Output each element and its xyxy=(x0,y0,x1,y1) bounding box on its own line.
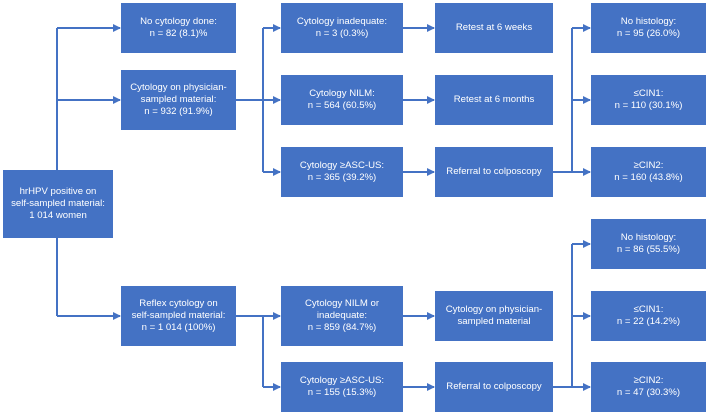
node-text-line: n = 86 (55.5%) xyxy=(616,244,681,255)
node-text-line: n = 47 (30.3%) xyxy=(616,387,681,398)
node-no-histology-b: No histology:n = 86 (55.5%) xyxy=(591,219,706,269)
node-text-line: Cytology ≥ASC-US: xyxy=(299,375,385,386)
node-text-line: Cytology on physician- xyxy=(130,82,227,93)
node-cytology-physician-sampled: Cytology on physician-sampled material xyxy=(435,291,553,341)
node-referral-colposcopy-b: Referral to colposcopy xyxy=(435,362,553,412)
node-text-line: No histology: xyxy=(620,232,677,243)
node-cin1-a: ≤CIN1:n = 110 (30.1%) xyxy=(591,75,706,125)
node-text-line: Retest at 6 months xyxy=(453,94,535,105)
node-text-line: inadequate: xyxy=(316,310,368,321)
node-cytology-physician: Cytology on physician-sampled material:n… xyxy=(121,70,236,130)
node-text-line: ≤CIN1: xyxy=(633,88,664,99)
node-retest-6-weeks: Retest at 6 weeks xyxy=(435,3,553,53)
node-no-histology-a: No histology:n = 95 (26.0%) xyxy=(591,3,706,53)
node-text-line: Cytology NILM or xyxy=(304,298,380,309)
node-text-line: n = 82 (8.1)% xyxy=(149,28,208,39)
node-text-line: n = 110 (30.1%) xyxy=(614,100,683,111)
node-cytology-ascus-a: Cytology ≥ASC-US:n = 365 (39.2%) xyxy=(281,147,403,197)
node-text-line: hrHPV positive on xyxy=(19,186,97,197)
node-text-line: self-sampled material: xyxy=(131,310,226,321)
node-text-line: ≥CIN2: xyxy=(633,375,664,386)
node-cin2-a: ≥CIN2:n = 160 (43.8%) xyxy=(591,147,706,197)
node-text-line: n = 95 (26.0%) xyxy=(616,28,681,39)
node-text-line: sampled material xyxy=(457,316,531,327)
node-text-line: Cytology on physician- xyxy=(445,304,543,315)
node-cytology-ascus-b: Cytology ≥ASC-US:n = 155 (15.3%) xyxy=(281,362,403,412)
node-text-line: self-sampled material: xyxy=(11,198,105,209)
node-text-line: Retest at 6 weeks xyxy=(455,22,533,33)
node-text-line: Cytology inadequate: xyxy=(296,16,388,27)
node-cin1-b: ≤CIN1:n = 22 (14.2%) xyxy=(591,291,706,341)
node-text-line: n = 564 (60.5%) xyxy=(307,100,377,111)
node-text-line: Referral to colposcopy xyxy=(446,381,542,392)
node-text-line: Reflex cytology on xyxy=(139,298,218,309)
node-text-line: ≤CIN1: xyxy=(633,304,664,315)
node-text-line: n = 22 (14.2%) xyxy=(616,316,681,327)
node-text-line: n = 155 (15.3%) xyxy=(307,387,377,398)
node-text-line: n = 859 (84.7%) xyxy=(307,322,377,333)
node-text-line: n = 365 (39.2%) xyxy=(307,172,377,183)
node-cytology-inadequate: Cytology inadequate:n = 3 (0.3%) xyxy=(281,3,403,53)
node-text-line: Referral to colposcopy xyxy=(446,166,542,177)
node-text-line: n = 160 (43.8%) xyxy=(614,172,683,183)
node-text-line: Cytology NILM: xyxy=(309,88,375,99)
node-text-line: n = 3 (0.3%) xyxy=(315,28,369,39)
node-cin2-b: ≥CIN2:n = 47 (30.3%) xyxy=(591,362,706,412)
node-text-line: n = 1 014 (100%) xyxy=(141,322,216,333)
node-no-cytology: No cytology done:n = 82 (8.1)% xyxy=(121,3,236,53)
node-text-line: n = 932 (91.9%) xyxy=(144,106,213,117)
node-text-line: 1 014 women xyxy=(29,210,87,221)
node-text-line: No cytology done: xyxy=(140,16,217,27)
node-text-line: ≥CIN2: xyxy=(633,160,664,171)
node-retest-6-months: Retest at 6 months xyxy=(435,75,553,125)
node-text-line: No histology: xyxy=(620,16,677,27)
node-text-line: Cytology ≥ASC-US: xyxy=(299,160,385,171)
node-cytology-nilm: Cytology NILM:n = 564 (60.5%) xyxy=(281,75,403,125)
node-text-line: sampled material: xyxy=(140,94,217,105)
node-referral-colposcopy-a: Referral to colposcopy xyxy=(435,147,553,197)
